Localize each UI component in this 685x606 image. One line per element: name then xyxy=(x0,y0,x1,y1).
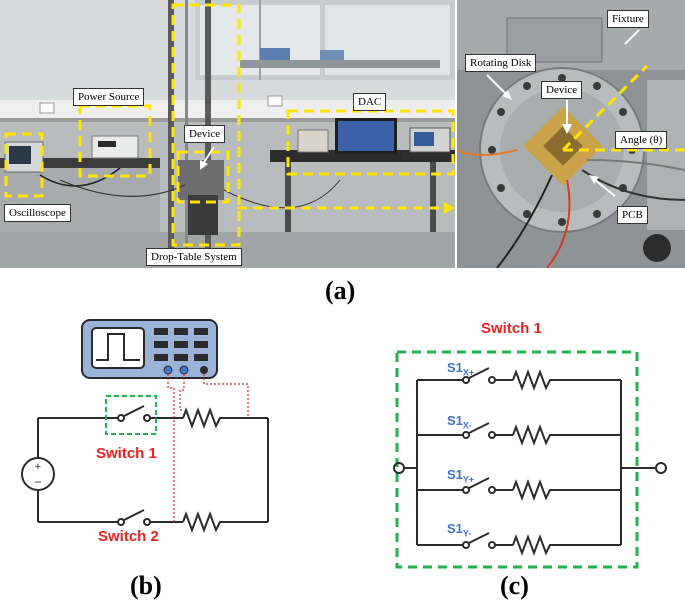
dac-box xyxy=(286,109,455,176)
power-source-box xyxy=(78,104,152,178)
switch1-label: Switch 1 xyxy=(96,445,157,462)
switch1-dashed-box xyxy=(395,350,639,569)
drop-table-box xyxy=(171,3,241,247)
switch-label-y-minus: S1Y- xyxy=(447,521,472,539)
oscilloscope-box xyxy=(4,132,44,198)
source-minus: − xyxy=(34,475,41,489)
source-plus: + xyxy=(35,461,41,473)
parallel-branches xyxy=(393,367,667,556)
label-power-source: Power Source xyxy=(73,88,145,106)
switch2-label: Switch 2 xyxy=(98,528,159,545)
circuit-wires xyxy=(37,405,269,533)
caption-a: (a) xyxy=(325,276,356,305)
circuit-b: + − xyxy=(21,319,269,533)
label-rotating-disk: Rotating Disk xyxy=(465,54,537,72)
lab-photo-scene xyxy=(0,0,455,268)
label-device: Device xyxy=(184,125,226,143)
switch-label-x-minus: S1X- xyxy=(447,413,472,431)
caption-b: (b) xyxy=(130,571,162,600)
oscilloscope-icon xyxy=(81,319,218,379)
label-oscilloscope: Oscilloscope xyxy=(4,204,71,222)
device-box xyxy=(176,150,230,204)
lab-photo: Power Source Oscilloscope Device DAC Dro… xyxy=(0,0,455,268)
voltage-source xyxy=(21,457,55,491)
fixture-photo: Fixture Rotating Disk Device Angle (θ) P… xyxy=(457,0,685,268)
switch1-highlight xyxy=(105,395,157,435)
caption-c: (c) xyxy=(500,571,529,600)
probe-lines xyxy=(167,374,249,522)
switch-label-y-plus: S1Y+ xyxy=(447,467,475,485)
switch-array-c xyxy=(393,350,667,569)
label-dac: DAC xyxy=(353,93,387,111)
panel-c-title: Switch 1 xyxy=(481,320,542,337)
label-angle: Angle (θ) xyxy=(615,131,668,149)
label-device-right: Device xyxy=(541,81,583,99)
label-fixture: Fixture xyxy=(607,10,649,28)
label-drop-table-system: Drop-Table System xyxy=(146,248,242,266)
switch-label-x-plus: S1X+ xyxy=(447,360,475,378)
label-pcb: PCB xyxy=(617,206,648,224)
